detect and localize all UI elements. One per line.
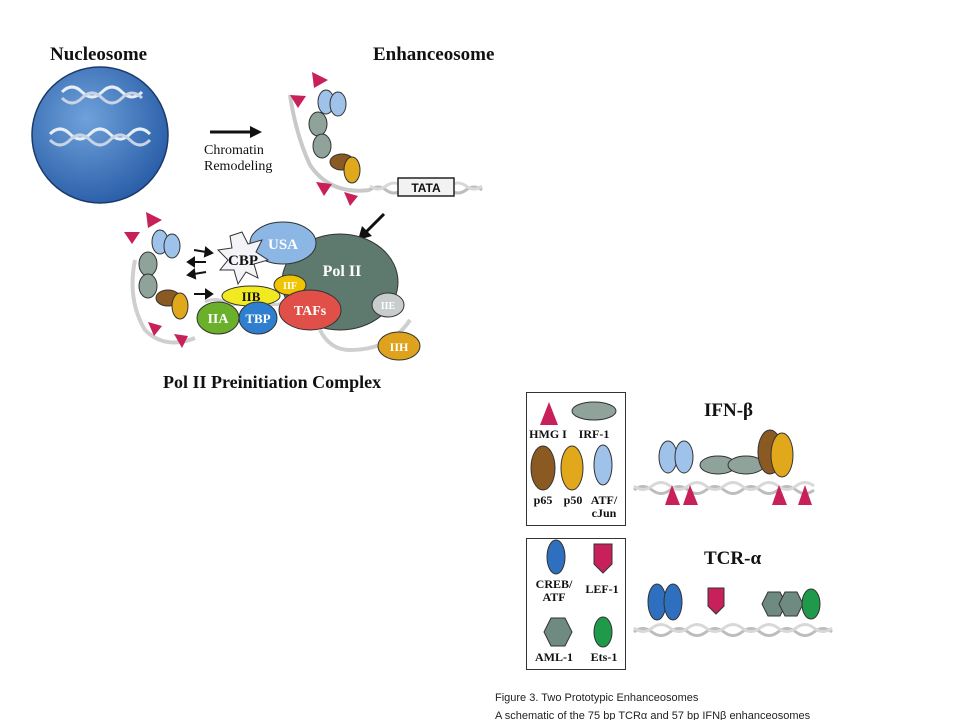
assembly-arrow (358, 212, 386, 240)
legend-p50-label: p50 (563, 493, 583, 507)
legend-irf-label: IRF-1 (578, 427, 610, 441)
ifnb-diagram (633, 429, 815, 505)
tcra-diagram (633, 583, 833, 637)
legend-ifn-box (526, 392, 626, 526)
pol2-label: Pol II (323, 263, 362, 280)
figure-caption-title: Figure 3. Two Prototypic Enhanceosomes (495, 692, 699, 704)
legend-p65-label: p65 (533, 493, 553, 507)
legend-atf-line2: cJun (591, 506, 617, 520)
tata-label: TATA (411, 181, 441, 195)
legend-creb-line2: ATF (542, 590, 566, 604)
tbp-label: TBP (245, 311, 270, 326)
iif-label: IIF (283, 281, 297, 292)
legend-atf-line1: ATF/ (590, 493, 618, 507)
iih-label: IIH (390, 340, 409, 354)
remodeling-caption-line2: Remodeling (204, 159, 273, 174)
iia-label: IIA (207, 312, 229, 327)
cbp-label: CBP (228, 253, 258, 269)
tafs-label: TAFs (294, 304, 327, 319)
legend-creb-label: CREB/ ATF (530, 578, 578, 604)
nucleosome-dna-upper (60, 85, 144, 105)
legend-tcr-icons (543, 539, 613, 648)
nucleosome-title: Nucleosome (50, 44, 148, 65)
preinitiation-complex-graphic (124, 212, 421, 361)
legend-creb-line1: CREB/ (535, 577, 573, 591)
legend-tcr-box (526, 538, 626, 670)
enhanceosome-graphic (288, 72, 483, 206)
legend-ets-label: Ets-1 (590, 650, 618, 664)
nucleosome-dna-lower (48, 127, 152, 147)
legend-atf-label: ATF/ cJun (588, 494, 620, 520)
enhanceosome-title: Enhanceosome (373, 44, 495, 65)
iie-label: IIE (381, 301, 396, 312)
remodeling-caption: Chromatin Remodeling (204, 143, 272, 175)
legend-hmg-label: HMG I (529, 427, 567, 441)
remodeling-arrow (210, 126, 262, 138)
preinitiation-title: Pol II Preinitiation Complex (163, 372, 382, 392)
nucleosome-graphic (31, 66, 169, 204)
remodeling-caption-line1: Chromatin (204, 143, 264, 158)
usa-label: USA (268, 237, 298, 253)
legend-lef-label: LEF-1 (585, 582, 619, 596)
figure-caption-text: A schematic of the 75 bp TCRα and 57 bp … (495, 710, 811, 720)
ifnb-title: IFN-β (704, 400, 754, 421)
tcra-title: TCR-α (704, 548, 762, 569)
legend-aml-label: AML-1 (535, 650, 573, 664)
legend-ifn-icons (530, 401, 617, 491)
iib-label: IIB (242, 289, 261, 304)
tata-box (397, 177, 455, 197)
